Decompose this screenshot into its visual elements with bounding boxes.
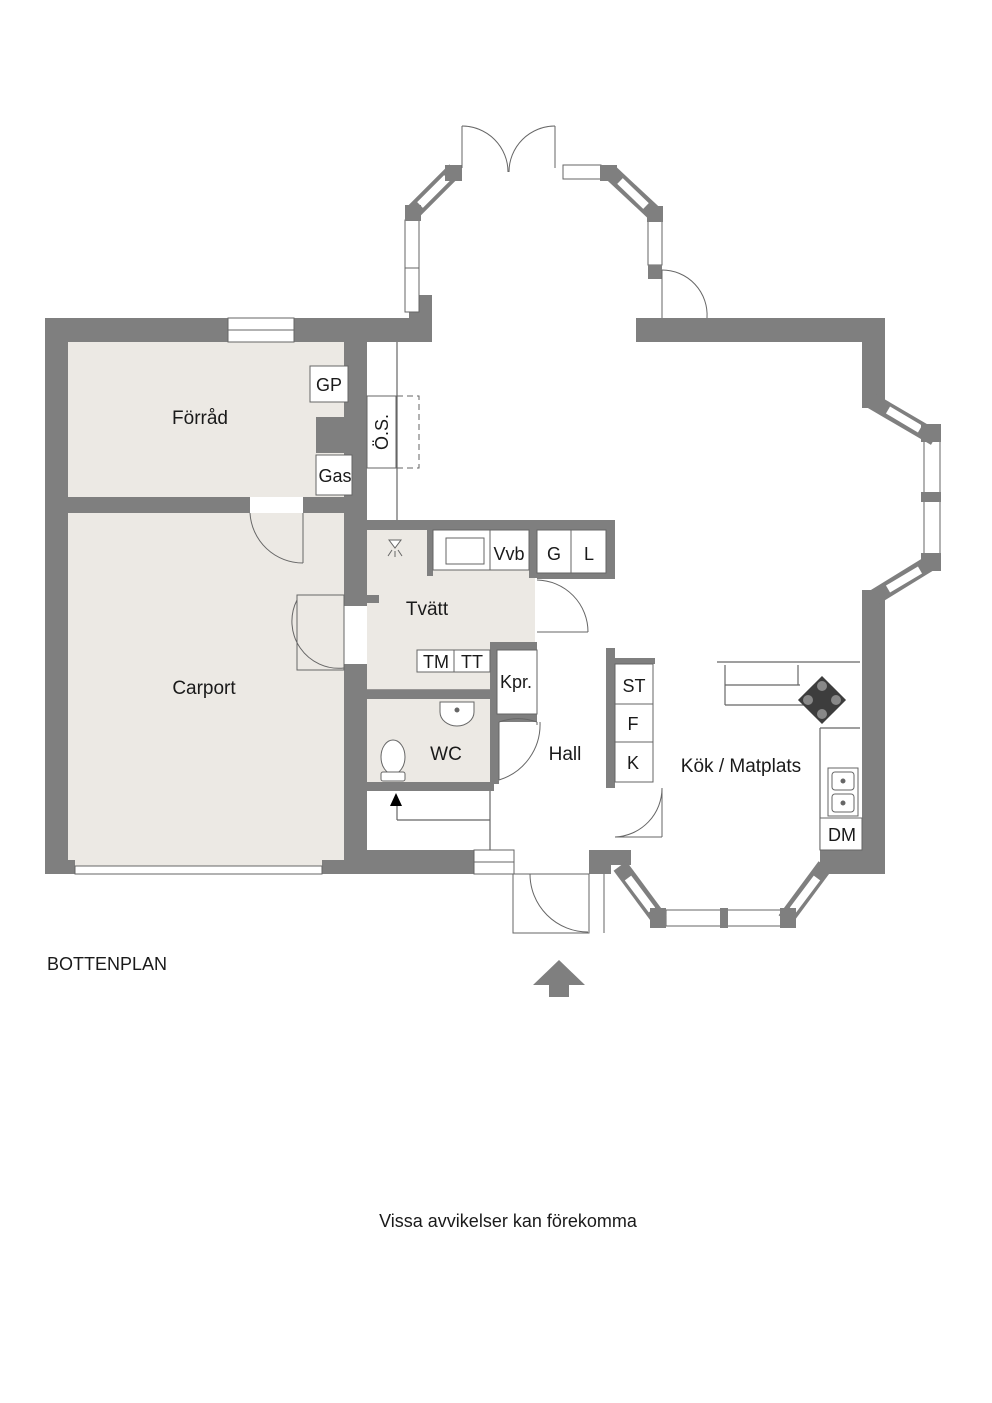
room-label-tvatt: Tvätt — [406, 599, 449, 620]
room-label-carport: Carport — [172, 678, 236, 699]
kpr-box — [496, 649, 538, 715]
window-south-1 — [665, 909, 723, 927]
room-label-forrad: Förråd — [172, 408, 228, 429]
wc-sink-icon — [439, 701, 475, 727]
laundry-sink — [445, 537, 485, 565]
fixture-label-tm: TM — [423, 652, 449, 672]
fixture-label-g: G — [547, 544, 561, 564]
room-labels: Förråd Carport Tvätt WC Hall Kök / Matpl… — [172, 408, 801, 777]
sink-icon — [827, 767, 859, 817]
room-label-wc: WC — [430, 744, 462, 765]
room-label-kok: Kök / Matplats — [681, 756, 801, 777]
stove-icon — [797, 675, 847, 725]
window-carport — [74, 865, 323, 875]
os-box — [366, 395, 397, 469]
dm-box — [819, 817, 863, 851]
bay-windows — [417, 175, 923, 913]
fixture-label-gas: Gas — [318, 466, 351, 486]
window-south-2 — [726, 909, 784, 927]
fixture-label-tt: TT — [461, 652, 483, 672]
laundry-counter — [432, 529, 530, 571]
fixture-label-os: Ö.S. — [372, 414, 392, 450]
bay-corners — [405, 165, 941, 928]
fixture-label-l: L — [584, 544, 594, 564]
up-arrow-icon — [390, 793, 402, 806]
window-north-east — [647, 219, 663, 266]
fixture-labels: GP Gas Ö.S. Vvb G L TM TT Kpr. ST F K DM — [316, 375, 856, 845]
toilet-icon — [380, 739, 406, 782]
window-bay-east-2 — [923, 499, 941, 556]
fixture-label-vvb: Vvb — [493, 544, 524, 564]
windows — [74, 164, 941, 927]
plan-title: BOTTENPLAN — [47, 954, 168, 974]
window-top — [562, 164, 602, 180]
fixtures — [309, 365, 863, 851]
l-box — [570, 529, 607, 574]
disclaimer: Vissa avvikelser kan förekomma — [379, 1211, 637, 1231]
gp-box — [309, 365, 349, 403]
lamp-icon — [387, 539, 403, 557]
window-west-2 — [404, 267, 420, 313]
fixture-label-dm: DM — [828, 825, 856, 845]
f-box — [614, 703, 654, 743]
fixture-label-st: ST — [622, 676, 645, 696]
entrance-arrow-icon — [533, 960, 585, 997]
tt-box — [453, 649, 491, 673]
forrad-floor — [68, 342, 352, 497]
fixture-label-k: K — [627, 753, 639, 773]
walls — [45, 295, 885, 874]
fixture-label-kpr: Kpr. — [500, 672, 532, 692]
gas-box — [315, 454, 353, 496]
os-dashed — [396, 395, 420, 469]
room-label-hall: Hall — [549, 744, 582, 765]
fixture-label-f: F — [628, 714, 639, 734]
doors — [249, 125, 708, 934]
window-west-1 — [404, 219, 420, 269]
fixture-label-gp: GP — [316, 375, 342, 395]
carport-floor — [68, 513, 344, 870]
k-box — [614, 741, 654, 783]
window-bay-east-1 — [923, 439, 941, 496]
